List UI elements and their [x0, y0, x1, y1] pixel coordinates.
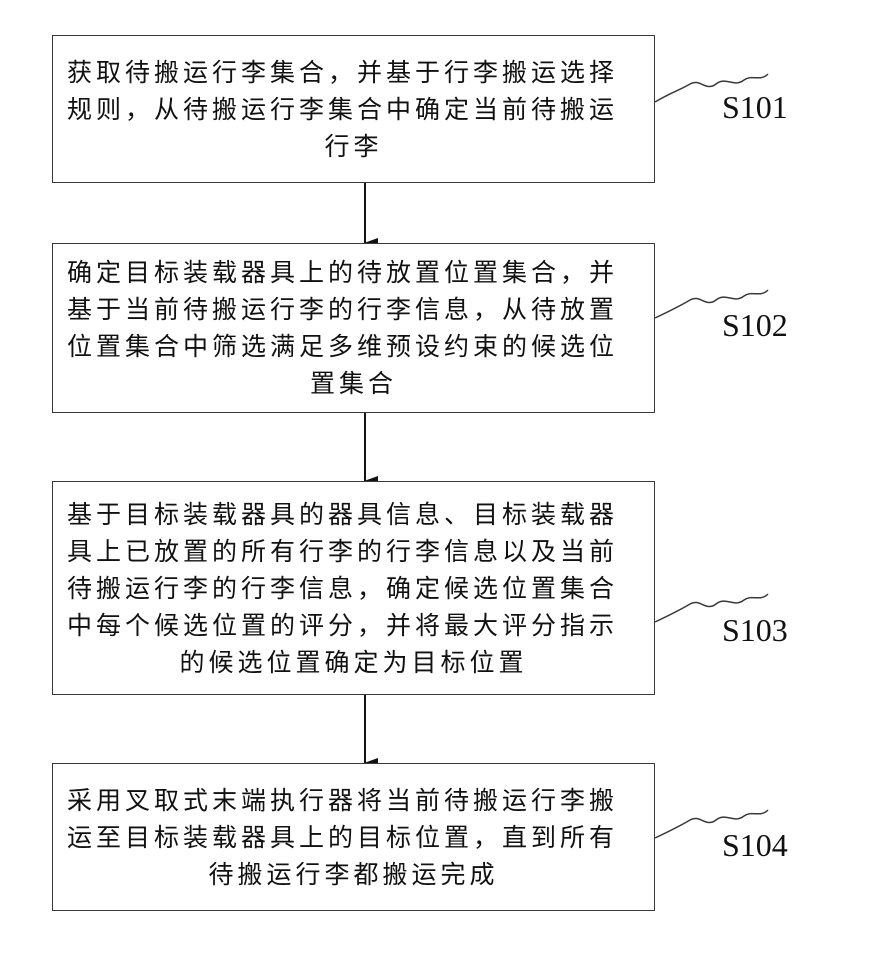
step-text-s104: 采用叉取式末端执行器将当前待搬运行李搬运至目标装载器具上的目标位置，直到所有待搬…: [67, 782, 640, 893]
step-label-s103: S103: [722, 612, 788, 649]
step-label-s104: S104: [722, 827, 788, 864]
step-box-s101: 获取待搬运行李集合，并基于行李搬运选择规则，从待搬运行李集合中确定当前待搬运行李: [52, 35, 655, 183]
step-text-s101: 获取待搬运行李集合，并基于行李搬运选择规则，从待搬运行李集合中确定当前待搬运行李: [67, 54, 640, 165]
step-box-s102: 确定目标装载器具上的待放置位置集合，并基于当前待搬运行李的行李信息，从待放置位置…: [52, 243, 655, 413]
step-label-s101: S101: [722, 89, 788, 126]
step-label-s102: S102: [722, 307, 788, 344]
step-box-s103: 基于目标装载器具的器具信息、目标装载器具上已放置的所有行李的行李信息以及当前待搬…: [52, 481, 655, 695]
step-text-s102: 确定目标装载器具上的待放置位置集合，并基于当前待搬运行李的行李信息，从待放置位置…: [67, 254, 640, 402]
step-box-s104: 采用叉取式末端执行器将当前待搬运行李搬运至目标装载器具上的目标位置，直到所有待搬…: [52, 763, 655, 911]
step-text-s103: 基于目标装载器具的器具信息、目标装载器具上已放置的所有行李的行李信息以及当前待搬…: [67, 496, 640, 681]
